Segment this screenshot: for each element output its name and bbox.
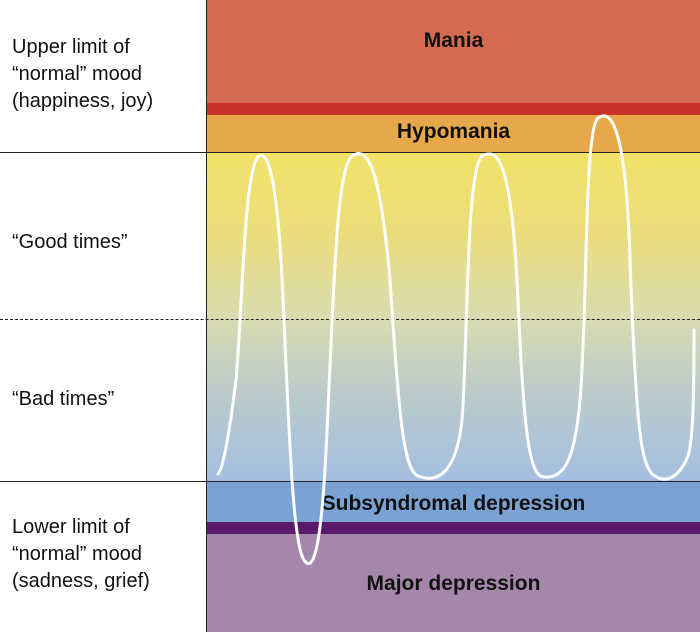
bad-times-label: “Bad times” <box>12 388 115 410</box>
major-depression-zone <box>207 534 700 632</box>
major-boundary-band <box>207 522 700 534</box>
lower-limit-line <box>0 481 700 482</box>
upper-limit-line <box>0 152 700 153</box>
subsyndromal-label: Subsyndromal depression <box>321 492 586 515</box>
mania-zone <box>207 0 700 103</box>
major-depression-label: Major depression <box>366 572 541 595</box>
hypomania-label: Hypomania <box>396 120 511 143</box>
lower-limit-label: Lower limit of “normal” mood (sadness, g… <box>12 516 150 592</box>
panel-divider <box>206 0 207 632</box>
baseline-dashed-line <box>0 319 700 320</box>
mania-boundary-band <box>207 103 700 115</box>
subsyndromal-zone <box>207 482 700 522</box>
left-label-panel <box>0 0 207 632</box>
mania-label: Mania <box>423 29 484 52</box>
upper-limit-label: Upper limit of “normal” mood (happiness,… <box>12 36 154 112</box>
good-times-label: “Good times” <box>12 231 128 253</box>
mood-wave-line <box>216 114 696 566</box>
